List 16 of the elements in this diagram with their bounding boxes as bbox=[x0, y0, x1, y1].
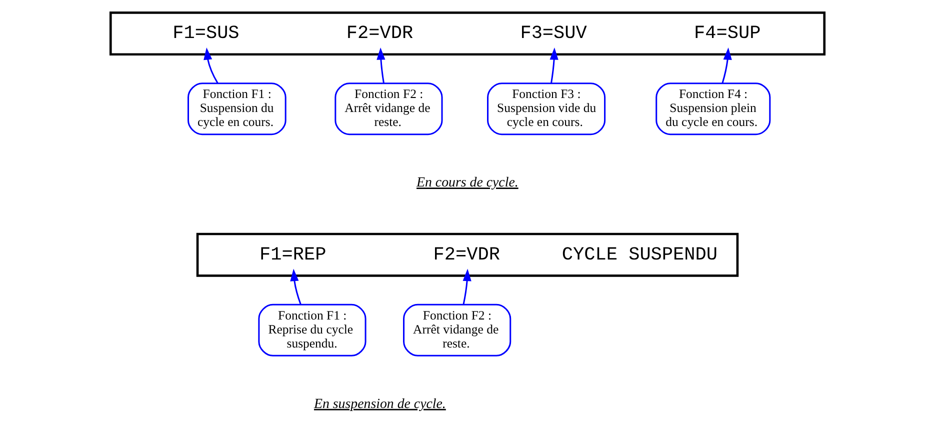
arrow bbox=[376, 47, 386, 84]
node-box: Fonction F4 : Suspension plein du cycle en cours. bbox=[656, 82, 771, 136]
node-box: Fonction F3 : Suspension vide du cycle en cours. bbox=[487, 82, 606, 136]
arrow bbox=[204, 47, 218, 84]
node-box: Fonction F2 : Arrêt vidange de reste. bbox=[403, 304, 512, 356]
label: En cours de cycle. bbox=[416, 176, 518, 191]
node-box: Fonction F1 : Suspension du cycle en cours. bbox=[188, 82, 286, 136]
arrow bbox=[290, 268, 302, 304]
node-box: F1=REP F2=VDR CYCLE SUSPENDU bbox=[196, 232, 739, 277]
node-box: F1=SUS F2=VDR F3=SUV F4=SUP bbox=[109, 12, 826, 56]
arrow bbox=[722, 47, 732, 84]
node-box: Fonction F2 : Arrêt vidange de reste. bbox=[334, 82, 443, 136]
label: En suspension de cycle. bbox=[314, 396, 446, 412]
arrow bbox=[550, 47, 558, 84]
arrow bbox=[462, 268, 472, 305]
node-box: Fonction F1 : Reprise du cycle suspendu. bbox=[258, 304, 366, 356]
